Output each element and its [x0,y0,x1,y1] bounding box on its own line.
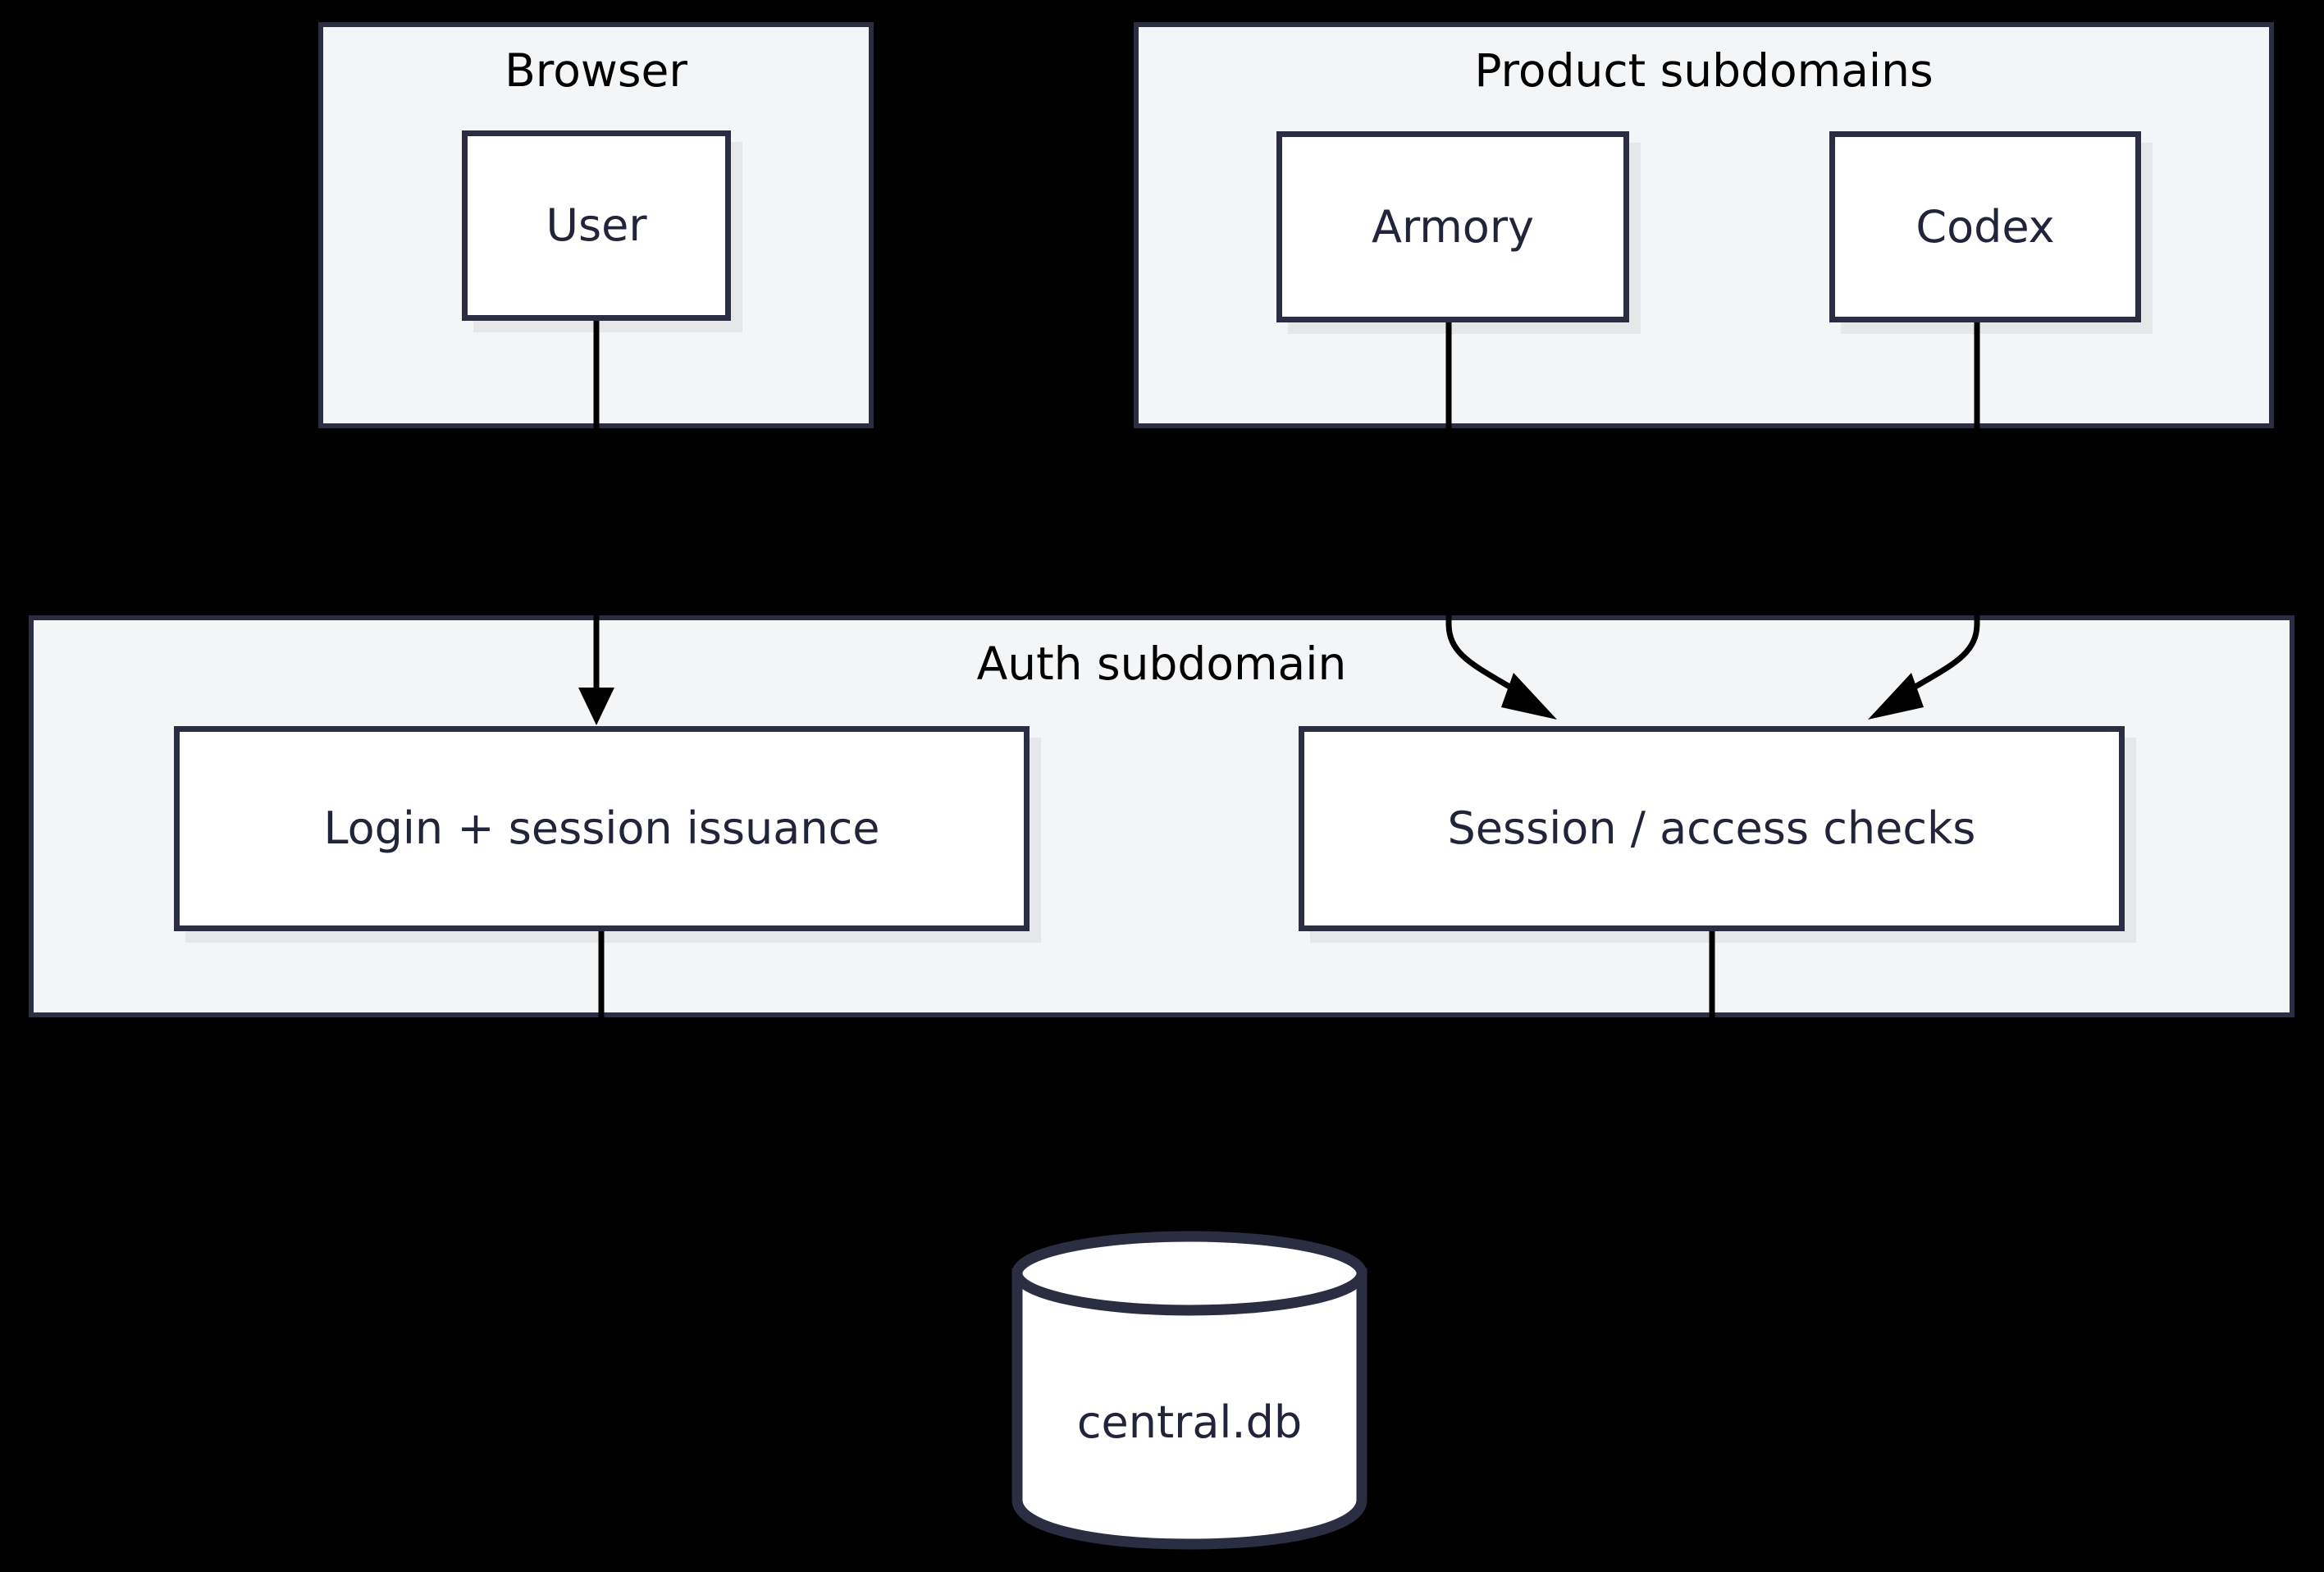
node-login-session-issuance[interactable]: Login + session issuance [174,726,1030,931]
node-codex[interactable]: Codex [1829,131,2141,322]
node-session-access-checks[interactable]: Session / access checks [1299,726,2125,931]
node-session-access-checks-label: Session / access checks [1447,802,1976,855]
node-central-db[interactable]: central.db [988,1222,1390,1551]
node-login-session-issuance-label: Login + session issuance [323,802,880,855]
node-central-db-label: central.db [1076,1396,1303,1448]
cluster-auth-subdomain-title: Auth subdomain [976,637,1347,690]
cylinder-icon [1011,1231,1367,1550]
cluster-product-subdomains-title: Product subdomains [1474,44,1934,97]
node-armory-label: Armory [1372,200,1534,253]
node-user[interactable]: User [462,130,731,321]
cluster-browser-title: Browser [505,44,687,97]
node-armory[interactable]: Armory [1276,131,1629,322]
node-user-label: User [546,199,647,252]
node-codex-label: Codex [1915,200,2055,253]
